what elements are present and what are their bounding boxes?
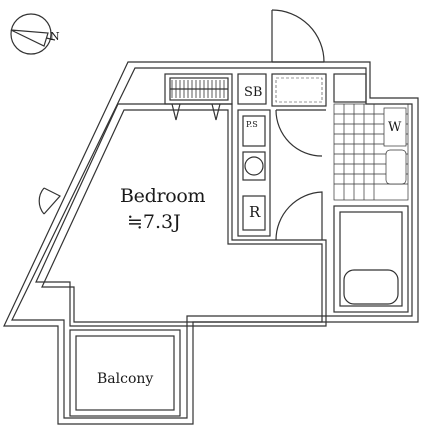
- tile-area: [333, 103, 409, 201]
- bedroom-area-label: ≒7.3J: [127, 211, 181, 233]
- balcony-label: Balcony: [97, 371, 154, 387]
- side-door: [38, 187, 61, 215]
- balcony-outline: [69, 329, 181, 417]
- shoebox-label: SB: [244, 85, 263, 100]
- closet: [164, 73, 233, 121]
- refrigerator-label: R: [249, 203, 261, 221]
- entrance-hall: [271, 73, 327, 107]
- bedroom-label: Bedroom: [120, 185, 206, 207]
- outer-wall: [3, 61, 419, 425]
- storage-box: [333, 73, 367, 103]
- compass-north-label: N: [50, 30, 60, 43]
- bedroom-wall: [35, 103, 327, 327]
- bathtub: [333, 205, 409, 313]
- kitchen: [237, 109, 271, 237]
- compass-icon: [10, 13, 56, 55]
- washer-label: W: [388, 120, 402, 135]
- entrance-door: [271, 9, 325, 63]
- pipe-space-label: P.S: [246, 120, 258, 129]
- hall-doors: [275, 109, 326, 241]
- shoebox: [237, 73, 267, 105]
